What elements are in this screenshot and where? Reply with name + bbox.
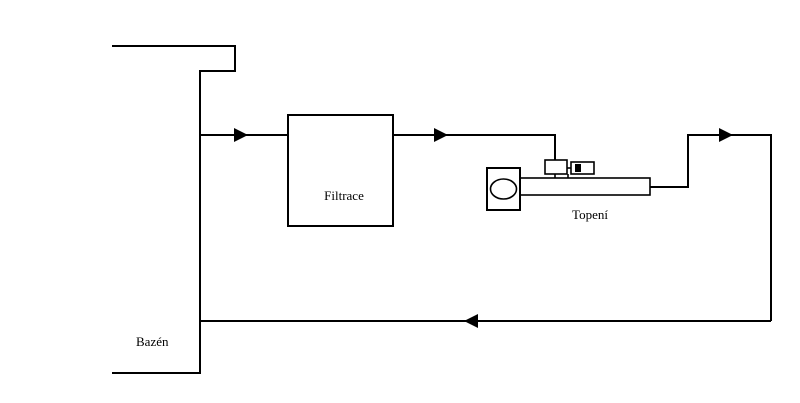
heater-label: Topení bbox=[572, 207, 608, 222]
pipe-heater-to-return bbox=[650, 128, 772, 321]
heater-unit: Topení bbox=[486, 159, 651, 222]
filter-unit: Filtrace bbox=[287, 114, 394, 227]
pipe-return-to-pool bbox=[200, 314, 771, 328]
pipe-pool-to-filter bbox=[200, 128, 288, 142]
flow-arrow-icon bbox=[719, 128, 733, 142]
pump-icon bbox=[489, 178, 518, 200]
pool-outline bbox=[112, 45, 236, 374]
filter-label: Filtrace bbox=[324, 188, 364, 203]
flow-arrow-icon bbox=[234, 128, 248, 142]
flow-arrow-icon bbox=[464, 314, 478, 328]
flow-arrow-icon bbox=[434, 128, 448, 142]
pool-label: Bazén bbox=[136, 334, 169, 349]
valve-icon bbox=[570, 161, 595, 175]
pipe-filter-to-heater bbox=[393, 128, 556, 160]
